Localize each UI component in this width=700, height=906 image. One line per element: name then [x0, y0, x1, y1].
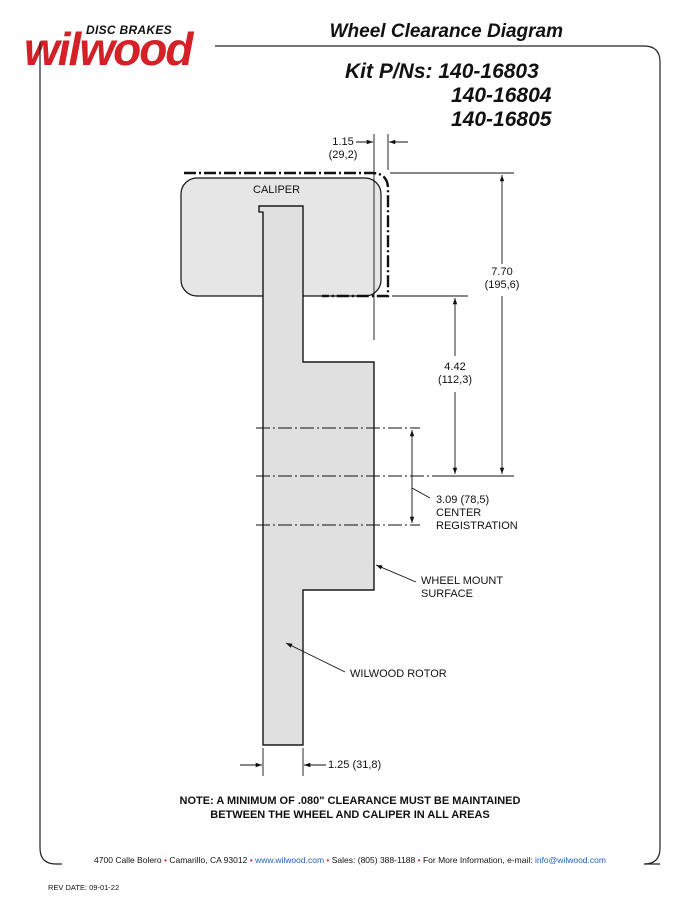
dim-center-registration: 3.09 (78,5) CENTER REGISTRATION: [436, 494, 518, 533]
wheel-mount-line2: SURFACE: [421, 588, 473, 600]
part-number-2: 140-16804: [451, 84, 552, 107]
footer-info-label: For More Information, e-mail:: [422, 855, 533, 865]
footer-separator: •: [326, 855, 330, 865]
part-number-1: 140-16803: [438, 60, 539, 83]
kit-prefix: Kit P/Ns:: [345, 60, 433, 83]
caliper-label: CALIPER: [253, 184, 301, 196]
note-line-2: BETWEEN THE WHEEL AND CALIPER IN ALL ARE…: [210, 809, 490, 821]
page-title: Wheel Clearance Diagram: [329, 21, 563, 42]
footer: 4700 Calle Bolero • Camarillo, CA 93012 …: [0, 855, 700, 865]
dim-overall-height: 7.70 (195,6): [478, 266, 526, 292]
footer-website-link[interactable]: www.wilwood.com: [255, 855, 325, 865]
part-number-3: 140-16805: [451, 108, 552, 131]
dim-center-registration-line2: CENTER: [436, 507, 482, 519]
footer-separator: •: [164, 855, 167, 865]
logo-tagline: DISC BRAKES: [86, 23, 172, 37]
note-line-1: NOTE: A MINIMUM OF .080" CLEARANCE MUST …: [179, 795, 521, 807]
footer-city: Camarillo, CA 93012: [169, 855, 248, 865]
footer-email-link[interactable]: info@wilwood.com: [534, 855, 606, 865]
clearance-note: NOTE: A MINIMUM OF .080" CLEARANCE MUST …: [0, 794, 700, 822]
rotor-callout: WILWOOD ROTOR: [350, 668, 447, 680]
dim-mount-to-caliper-metric: (112,3): [437, 374, 473, 386]
page-frame: [39, 42, 661, 865]
wheel-mount-leader: [375, 564, 417, 583]
kit-part-numbers: Kit P/Ns: 140-16803 140-16804 140-16805: [345, 60, 551, 132]
wheel-mount-callout: WHEEL MOUNT SURFACE: [421, 575, 503, 601]
footer-separator: •: [417, 855, 421, 865]
dim-center-registration-value: 3.09 (78,5): [436, 494, 490, 506]
dim-309-leader: [411, 487, 431, 499]
footer-address: 4700 Calle Bolero: [94, 855, 162, 865]
footer-sales: Sales: (805) 388-1188: [331, 855, 416, 865]
rev-date: REV DATE: 09-01-22: [48, 883, 120, 892]
dim-center-registration-line3: REGISTRATION: [436, 520, 518, 532]
dim-rotor-width: 1.25 (31,8): [328, 759, 382, 771]
dim-mount-to-caliper-value: 4.42: [444, 361, 466, 373]
logo-brand: wilwood: [24, 23, 193, 75]
dim-mount-to-caliper: 4.42 (112,3): [431, 361, 479, 387]
dim-overall-height-value: 7.70: [491, 266, 513, 278]
dim-caliper-offset: 1.15 (29,2): [323, 136, 363, 162]
caliper-clearance-envelope: [184, 171, 390, 298]
dim-caliper-offset-metric: (29,2): [328, 149, 358, 161]
wheel-mount-line1: WHEEL MOUNT: [421, 575, 504, 587]
wilwood-logo: DISC BRAKES wilwood: [24, 20, 214, 72]
dim-caliper-offset-value: 1.15: [332, 136, 354, 148]
dim-overall-height-metric: (195,6): [484, 279, 520, 291]
rotor-leader: [285, 642, 346, 673]
footer-separator: •: [249, 855, 253, 865]
